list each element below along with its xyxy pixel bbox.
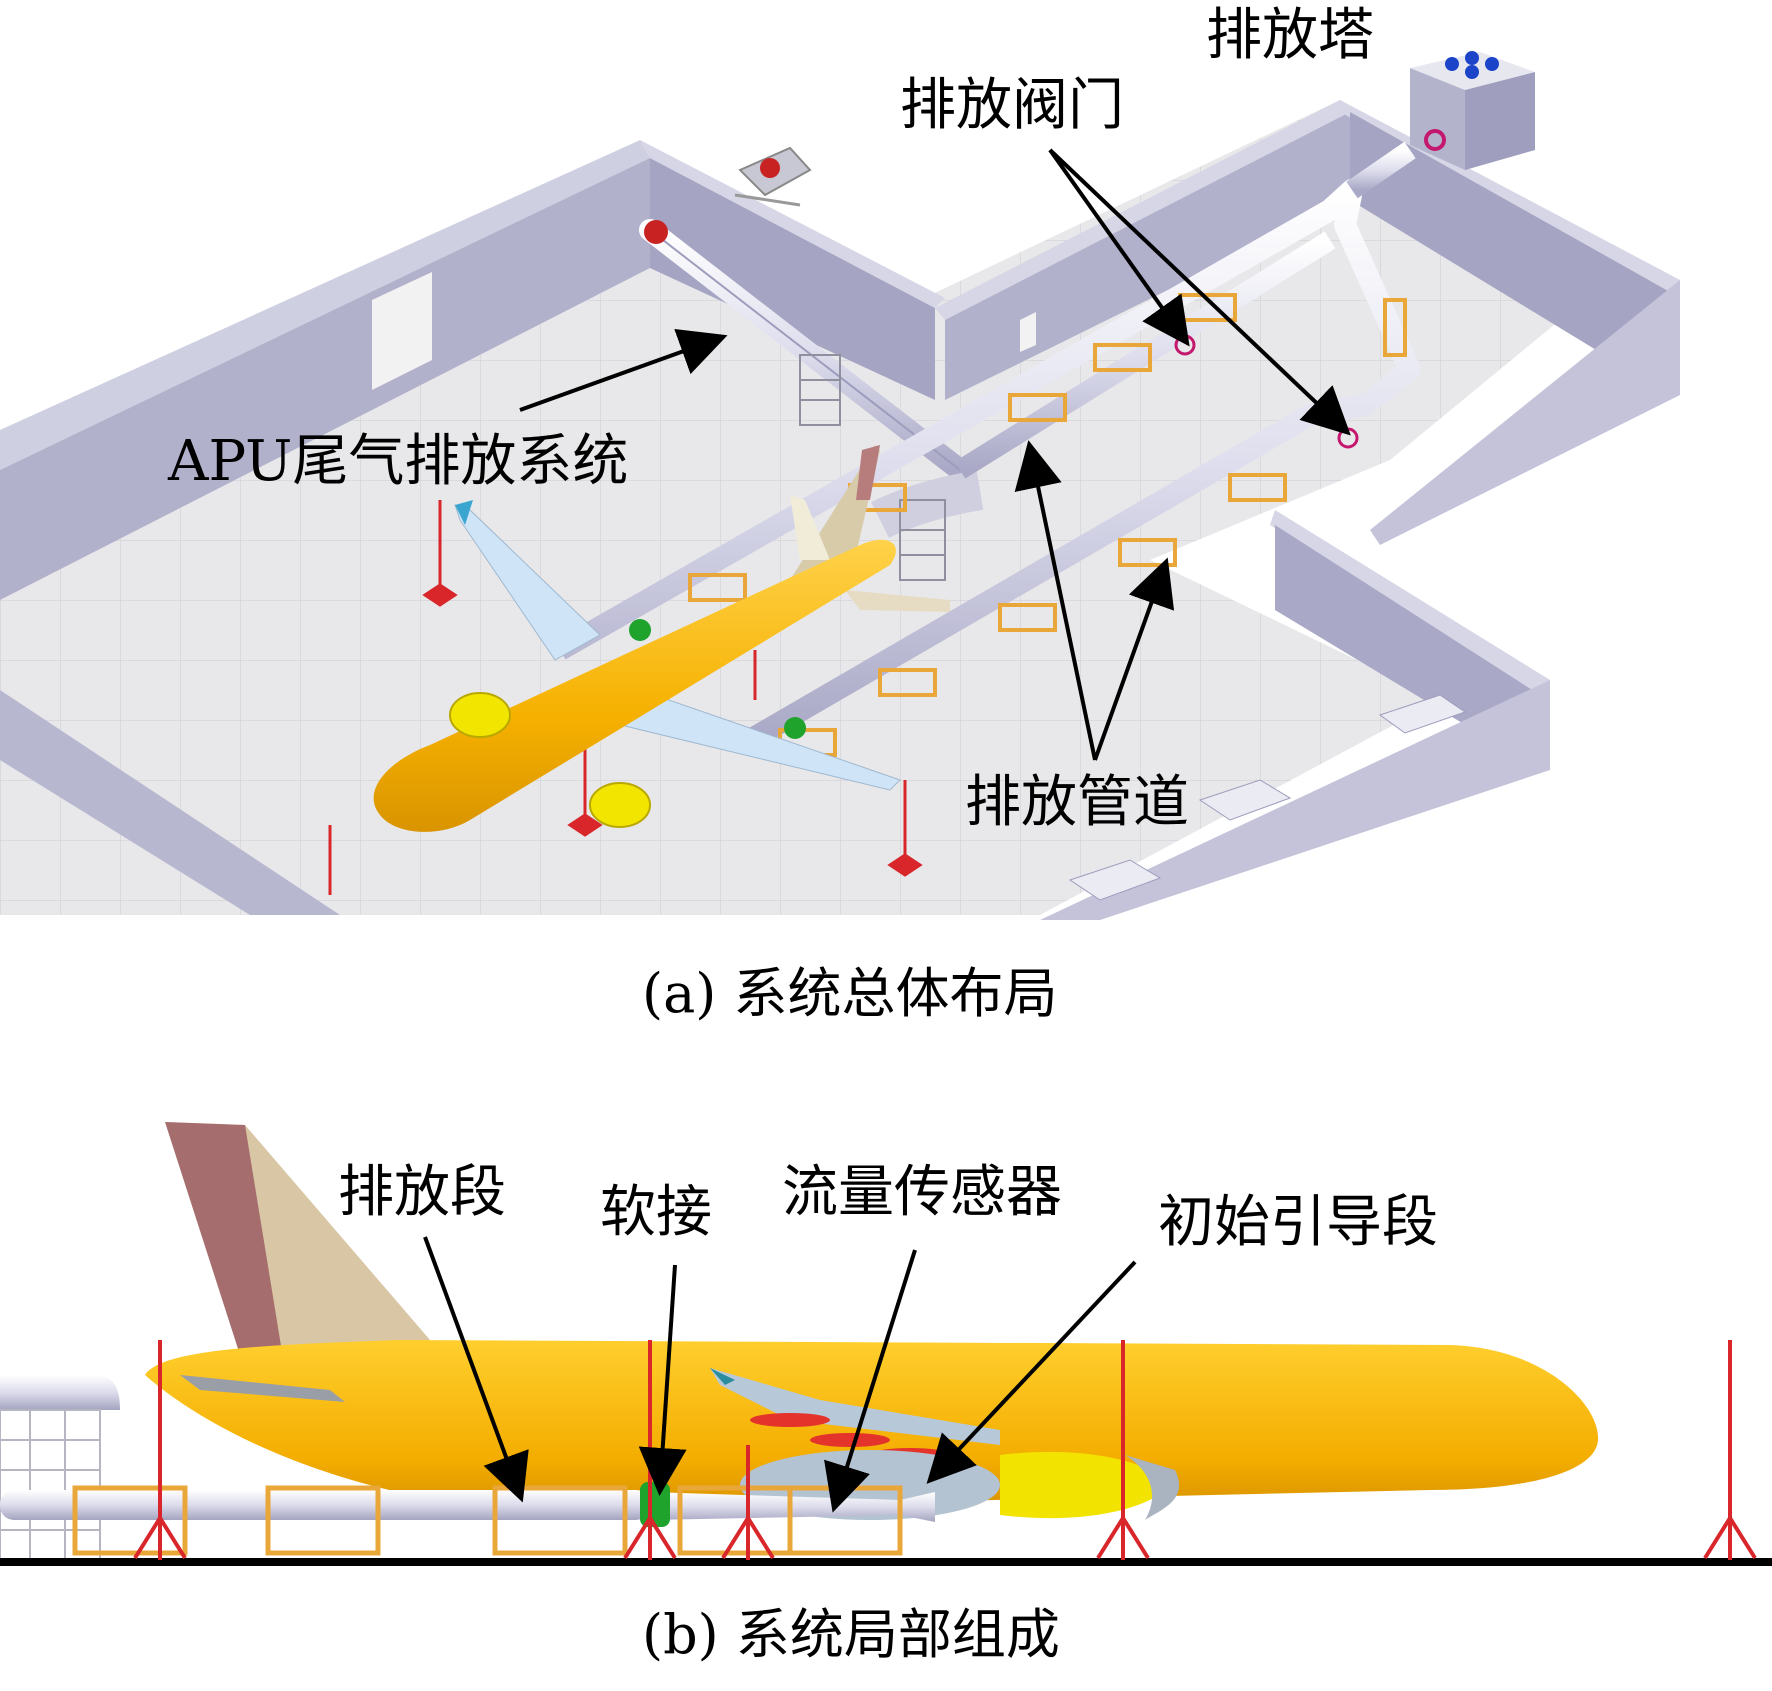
callout-arrows-b bbox=[423, 1236, 1137, 1513]
label-exhaust-valves: 排放阀门 bbox=[900, 73, 1124, 138]
aircraft-fuselage bbox=[145, 1340, 1599, 1511]
aircraft-stands bbox=[328, 500, 923, 895]
aircraft-tail bbox=[165, 1122, 430, 1355]
hangar-walls bbox=[0, 100, 1680, 920]
label-exhaust-pipes: 排放管道 bbox=[965, 770, 1189, 835]
layout-illustration bbox=[0, 51, 1680, 920]
aircraft-engine bbox=[740, 1450, 1180, 1520]
label-exhaust-tower: 排放塔 bbox=[1206, 3, 1374, 68]
aircraft-model bbox=[373, 445, 950, 832]
aircraft-stabilizer bbox=[180, 1375, 345, 1402]
soft-joint bbox=[640, 1482, 670, 1527]
label-soft-joint: 软接 bbox=[600, 1180, 712, 1245]
aircraft-wing bbox=[710, 1368, 1000, 1462]
label-apu-exhaust-system: APU尾气排放系统 bbox=[168, 429, 629, 494]
caption-a: (a) 系统总体布局 bbox=[642, 962, 1058, 1025]
left-scaffold bbox=[0, 1375, 120, 1561]
label-flow-sensor: 流量传感器 bbox=[782, 1160, 1062, 1225]
caption-b: (b) 系统局部组成 bbox=[642, 1603, 1060, 1666]
exhaust-tower bbox=[1410, 51, 1535, 170]
aircraft-stands-side bbox=[133, 1340, 1757, 1560]
label-initial-guide-section: 初始引导段 bbox=[1158, 1190, 1438, 1255]
label-discharge-section: 排放段 bbox=[338, 1160, 506, 1225]
apu-exhaust-pipe bbox=[639, 219, 984, 581]
pipe-supports bbox=[72, 1485, 903, 1556]
ground-line bbox=[0, 1558, 1772, 1566]
exhaust-pipe-side bbox=[0, 1482, 935, 1527]
callout-arrows bbox=[519, 148, 1351, 761]
fan-unit bbox=[734, 146, 812, 207]
side-boxes bbox=[1068, 694, 1467, 901]
